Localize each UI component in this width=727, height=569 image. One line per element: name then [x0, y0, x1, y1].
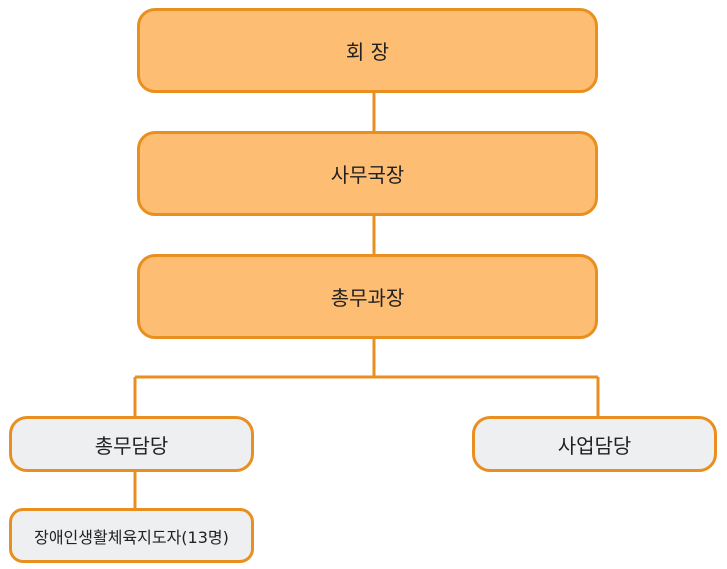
node-general-affairs-manager-label: 총무과장: [330, 286, 405, 310]
node-general-affairs-staff: 총무담당: [9, 416, 254, 472]
node-instructors-label: 장애인생활체육지도자(13명): [34, 527, 229, 547]
node-general-affairs-staff-label: 총무담당: [94, 433, 169, 458]
node-secretary-general-label: 사무국장: [330, 163, 405, 187]
node-president-label: 회 장: [345, 40, 390, 64]
node-instructors: 장애인생활체육지도자(13명): [9, 508, 254, 563]
node-general-affairs-manager: 총무과장: [137, 254, 598, 339]
node-secretary-general: 사무국장: [137, 131, 598, 216]
node-business-staff-label: 사업담당: [557, 433, 632, 458]
node-business-staff: 사업담당: [472, 416, 717, 472]
node-president: 회 장: [137, 8, 598, 93]
